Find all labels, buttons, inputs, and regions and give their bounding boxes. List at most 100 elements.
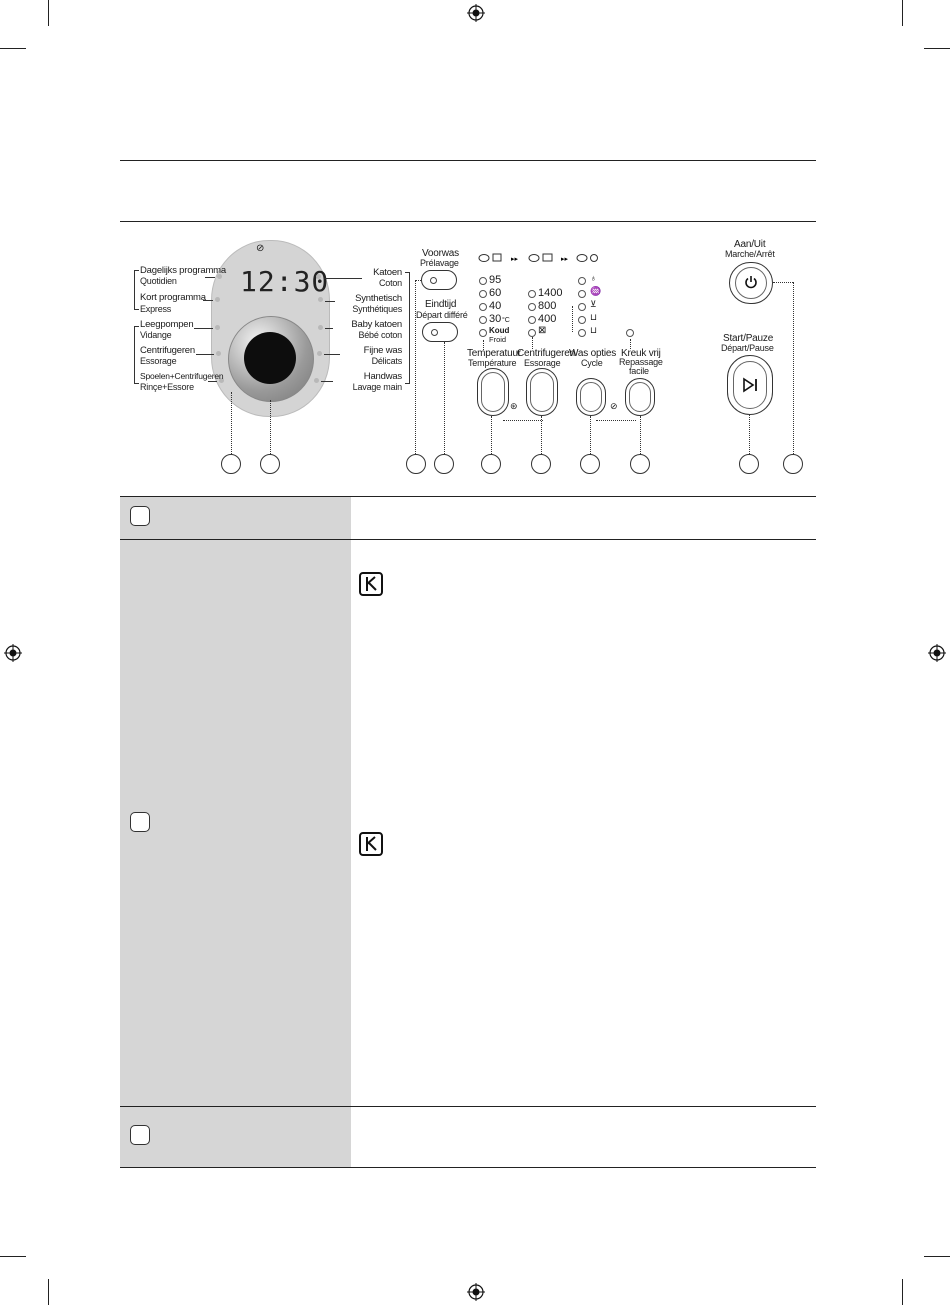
callout-circle (580, 454, 600, 474)
callout-line (793, 282, 794, 454)
crop-mark (924, 1256, 950, 1257)
callout-line (415, 280, 421, 281)
display-indicator-icon: ⊘ (256, 243, 265, 254)
power-label: Aan/Uit (734, 239, 766, 250)
callout-line (231, 392, 232, 454)
option-led (578, 303, 586, 311)
callout-line (640, 416, 641, 454)
program-indicator (317, 351, 322, 356)
temperature-label: Temperatuur (467, 348, 521, 359)
temp-led (479, 277, 487, 285)
callout-circle (630, 454, 650, 474)
temp-led (479, 329, 487, 337)
program-indicator (217, 274, 222, 279)
spin-sublabel: Essorage (524, 358, 561, 368)
child-lock-icon: ⊛ (510, 401, 518, 411)
option-icon: ♒ (590, 286, 602, 296)
program-indicator (316, 274, 321, 279)
callout-circle (739, 454, 759, 474)
temp-value-cold: Koud (489, 326, 510, 335)
crop-mark (902, 1279, 903, 1305)
start-sublabel: Départ/Pause (721, 343, 774, 353)
temp-led (479, 316, 487, 324)
callout-circle (434, 454, 454, 474)
temp-unit: °C (502, 317, 510, 324)
temp-value-cold-fr: Froid (489, 335, 507, 344)
crop-mark (0, 1256, 26, 1257)
note-pencil-icon (359, 572, 383, 596)
temp-value: 40 (489, 300, 502, 312)
spin-value: 1400 (538, 287, 563, 299)
power-button-inner (735, 267, 767, 299)
no-spin-icon: ⊠ (538, 325, 547, 336)
leader-line (324, 278, 362, 279)
callout-line (270, 400, 271, 454)
callout-circle (221, 454, 241, 474)
bracket (134, 270, 139, 310)
left-program-label: Leegpompen (140, 319, 194, 330)
callout-line (590, 416, 591, 454)
crease-free-label: Kreuk vrij (621, 348, 661, 359)
crop-mark (902, 0, 903, 26)
row-number-box (130, 1125, 150, 1145)
spin-label: Centrifugeren (517, 348, 575, 359)
callout-line (773, 282, 793, 283)
callout-line (491, 416, 492, 454)
option-icon: ⊻ (590, 299, 597, 309)
crop-mark (924, 48, 950, 49)
leader-line (208, 381, 217, 382)
callout-circle (783, 454, 803, 474)
leader-line (324, 354, 340, 355)
leader-line (325, 301, 335, 302)
delay-end-sublabel: Départ différé (416, 310, 468, 320)
table-row-label-cell (120, 497, 351, 539)
option-led (578, 329, 586, 337)
right-program-label: Fijne was (363, 345, 403, 356)
left-program-label: Dagelijks programma (140, 265, 226, 276)
leader-line (532, 337, 533, 349)
program-indicator (318, 297, 323, 302)
option-led (578, 290, 586, 298)
start-pause-button-inner (733, 361, 767, 409)
delay-end-led (431, 329, 438, 336)
crease-free-led (626, 329, 634, 337)
table-row-label-cell (120, 540, 351, 1106)
leader-line (321, 381, 333, 382)
svg-text:▸▸: ▸▸ (561, 255, 569, 263)
temp-value: 60 (489, 287, 502, 299)
program-indicator (219, 378, 224, 383)
temperature-sublabel: Température (468, 358, 517, 368)
program-indicator (318, 325, 323, 330)
leader-line (325, 328, 333, 329)
spin-led (528, 303, 536, 311)
temperature-button-inner (481, 372, 505, 412)
leader-line (205, 277, 215, 278)
program-indicator (215, 297, 220, 302)
power-sublabel: Marche/Arrêt (725, 249, 775, 259)
wash-options-label: Was opties (569, 348, 617, 359)
table-row-label-cell (120, 1107, 351, 1167)
option-icon: ♁ (590, 273, 597, 283)
option-led (578, 316, 586, 324)
callout-line (541, 416, 542, 454)
leader-line (503, 420, 543, 421)
temp-led (479, 290, 487, 298)
right-program-sublabel: Coton (378, 278, 402, 288)
row-number-box (130, 506, 150, 526)
play-pause-icon (743, 377, 757, 393)
registration-mark-icon (467, 4, 485, 22)
left-program-sublabel: Rinçe+Essore (140, 382, 194, 392)
bracket (134, 326, 139, 384)
spin-led (528, 329, 536, 337)
cycle-progress-icons: ▸▸ ▸▸ (478, 253, 598, 263)
prewash-button[interactable] (421, 270, 457, 290)
crop-mark (48, 1279, 49, 1305)
temp-value: 30 (489, 313, 502, 325)
sound-off-icon: ⊘ (610, 401, 618, 411)
svg-text:▸▸: ▸▸ (511, 255, 519, 263)
delay-end-button[interactable] (422, 322, 458, 342)
crease-free-button-inner (629, 382, 651, 412)
registration-mark-icon (4, 644, 22, 662)
callout-line (444, 342, 445, 454)
temp-led (479, 303, 487, 311)
